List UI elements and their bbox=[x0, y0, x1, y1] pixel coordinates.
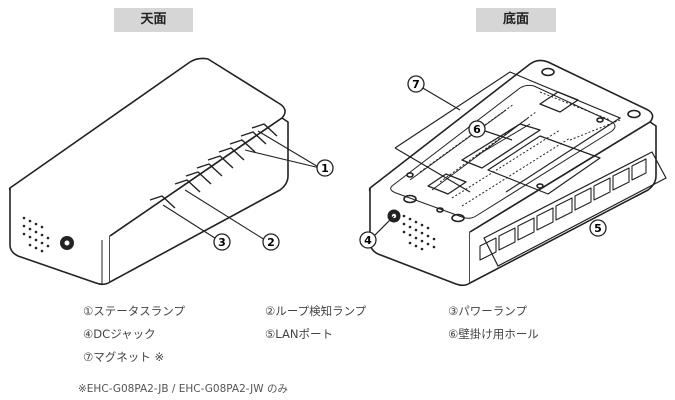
legend-item-magnet: ⑦マグネット ※ bbox=[83, 350, 165, 364]
callout-3: 3 bbox=[213, 233, 231, 251]
svg-text:1: 1 bbox=[321, 162, 329, 175]
legend-item-wall-hole: ⑥壁掛け用ホール bbox=[448, 327, 539, 341]
svg-text:2: 2 bbox=[267, 236, 275, 249]
lan-port-icon bbox=[479, 158, 647, 261]
callout-4: 4 bbox=[359, 231, 377, 249]
model-footnote: ※EHC-G08PA2-JB / EHC-G08PA2-JW のみ bbox=[78, 383, 288, 395]
top-view-switch-illustration bbox=[8, 57, 289, 286]
legend-item-dc-jack: ④DCジャック bbox=[83, 327, 156, 341]
callout-5: 5 bbox=[589, 219, 607, 237]
callout-6: 6 bbox=[468, 120, 486, 138]
magnet-icon bbox=[427, 173, 467, 195]
bottom-view-switch-illustration bbox=[368, 59, 657, 287]
legend-item-loop-detect-lamp: ②ループ検知ランプ bbox=[265, 304, 367, 318]
legend-item-status-lamp: ①ステータスランプ bbox=[83, 304, 185, 318]
legend-item-power-lamp: ③パワーランプ bbox=[448, 304, 527, 318]
svg-text:6: 6 bbox=[473, 123, 481, 136]
callout-2: 2 bbox=[262, 233, 280, 251]
svg-text:5: 5 bbox=[594, 222, 602, 235]
bottom-view-heading: 底面 bbox=[476, 8, 556, 32]
legend-item-lan-port: ⑤LANポート bbox=[265, 327, 333, 341]
top-view-heading: 天面 bbox=[114, 8, 193, 32]
callout-7: 7 bbox=[407, 75, 425, 93]
svg-text:3: 3 bbox=[218, 236, 226, 249]
svg-text:7: 7 bbox=[412, 78, 420, 91]
callout-1: 1 bbox=[316, 159, 334, 177]
svg-text:4: 4 bbox=[364, 234, 372, 247]
